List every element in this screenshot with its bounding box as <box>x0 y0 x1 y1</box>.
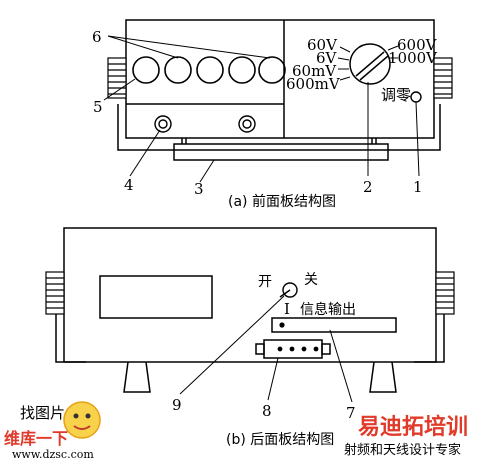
callout-2: 2 <box>363 178 373 196</box>
watermark-mascot-icon <box>63 401 101 439</box>
range-label-60v: 60V <box>307 36 338 54</box>
callout-4: 4 <box>124 176 134 194</box>
input-jacks <box>154 115 256 133</box>
digit-tube <box>132 56 160 84</box>
front-stand <box>173 143 389 161</box>
watermark-right: 易迪拓培训 射频和天线设计专家 <box>344 414 468 458</box>
callout-5: 5 <box>93 98 103 116</box>
front-body <box>125 19 435 139</box>
digit-tube <box>164 56 192 84</box>
watermark-url: www.dzsc.com <box>12 448 94 460</box>
input-jack-core <box>242 119 252 129</box>
connector-ear-right <box>321 343 331 355</box>
input-jack <box>154 115 172 133</box>
connector-pins <box>277 346 319 352</box>
zero-adjust-knob <box>410 91 422 103</box>
watermark-brand-sub: 射频和天线设计专家 <box>344 442 461 458</box>
range-label-1000v: 1000V <box>388 49 438 67</box>
digit-tube <box>228 56 256 84</box>
callout-7: 7 <box>346 404 356 422</box>
range-label-600mv: 600mV <box>286 75 341 93</box>
watermark-logo-text: 找图片 <box>20 404 65 422</box>
range-label-6v: 6V <box>316 49 338 67</box>
rear-foot-left <box>123 361 151 393</box>
signal-output-slot <box>271 317 397 333</box>
callout-6: 6 <box>92 28 102 46</box>
power-switch <box>279 282 298 298</box>
caption-rear: (b) 后面板结构图 <box>226 432 334 448</box>
callout-3: 3 <box>194 180 204 198</box>
rear-side-grip-right <box>435 271 455 315</box>
range-label-600v: 600V <box>397 36 438 54</box>
callout-8: 8 <box>262 402 272 420</box>
digit-tube <box>196 56 224 84</box>
signal-output-dot <box>279 322 285 328</box>
rear-panel <box>55 227 445 393</box>
range-label-60mv: 60mV <box>292 62 337 80</box>
rear-side-grip-left <box>45 271 65 315</box>
range-tick-marks <box>337 45 399 81</box>
rear-body <box>63 227 437 363</box>
range-selector-knob <box>349 43 391 85</box>
input-jack <box>238 115 256 133</box>
front-panel <box>117 19 441 161</box>
front-side-grip-right <box>433 57 453 99</box>
watermark-brand: 易迪拓培训 <box>358 414 468 440</box>
front-side-grip-left <box>107 57 127 99</box>
rear-window <box>99 275 213 319</box>
switch-on-label: 开 <box>258 274 272 290</box>
rear-leaders <box>179 295 353 403</box>
digit-display <box>132 56 286 84</box>
front-leaders <box>103 35 420 183</box>
callout-1: 1 <box>413 178 423 196</box>
switch-index-label: I <box>284 300 290 318</box>
caption-front: (a) 前面板结构图 <box>228 193 336 210</box>
callout-9: 9 <box>172 396 182 414</box>
zero-adjust-label: 调零 <box>381 86 411 104</box>
input-jack-core <box>158 119 168 129</box>
rear-foot-right <box>369 361 397 393</box>
watermark-left: 找图片 维库一下 www.dzsc.com <box>4 401 101 461</box>
switch-off-label: 关 <box>304 272 318 288</box>
watermark-site-left: 维库一下 <box>4 429 68 448</box>
connector-ear-left <box>255 343 265 355</box>
digit-tube <box>258 56 286 84</box>
front-handle-right <box>410 104 441 151</box>
signal-output-label: 信息输出 <box>300 301 356 318</box>
front-handle-left <box>117 104 148 151</box>
